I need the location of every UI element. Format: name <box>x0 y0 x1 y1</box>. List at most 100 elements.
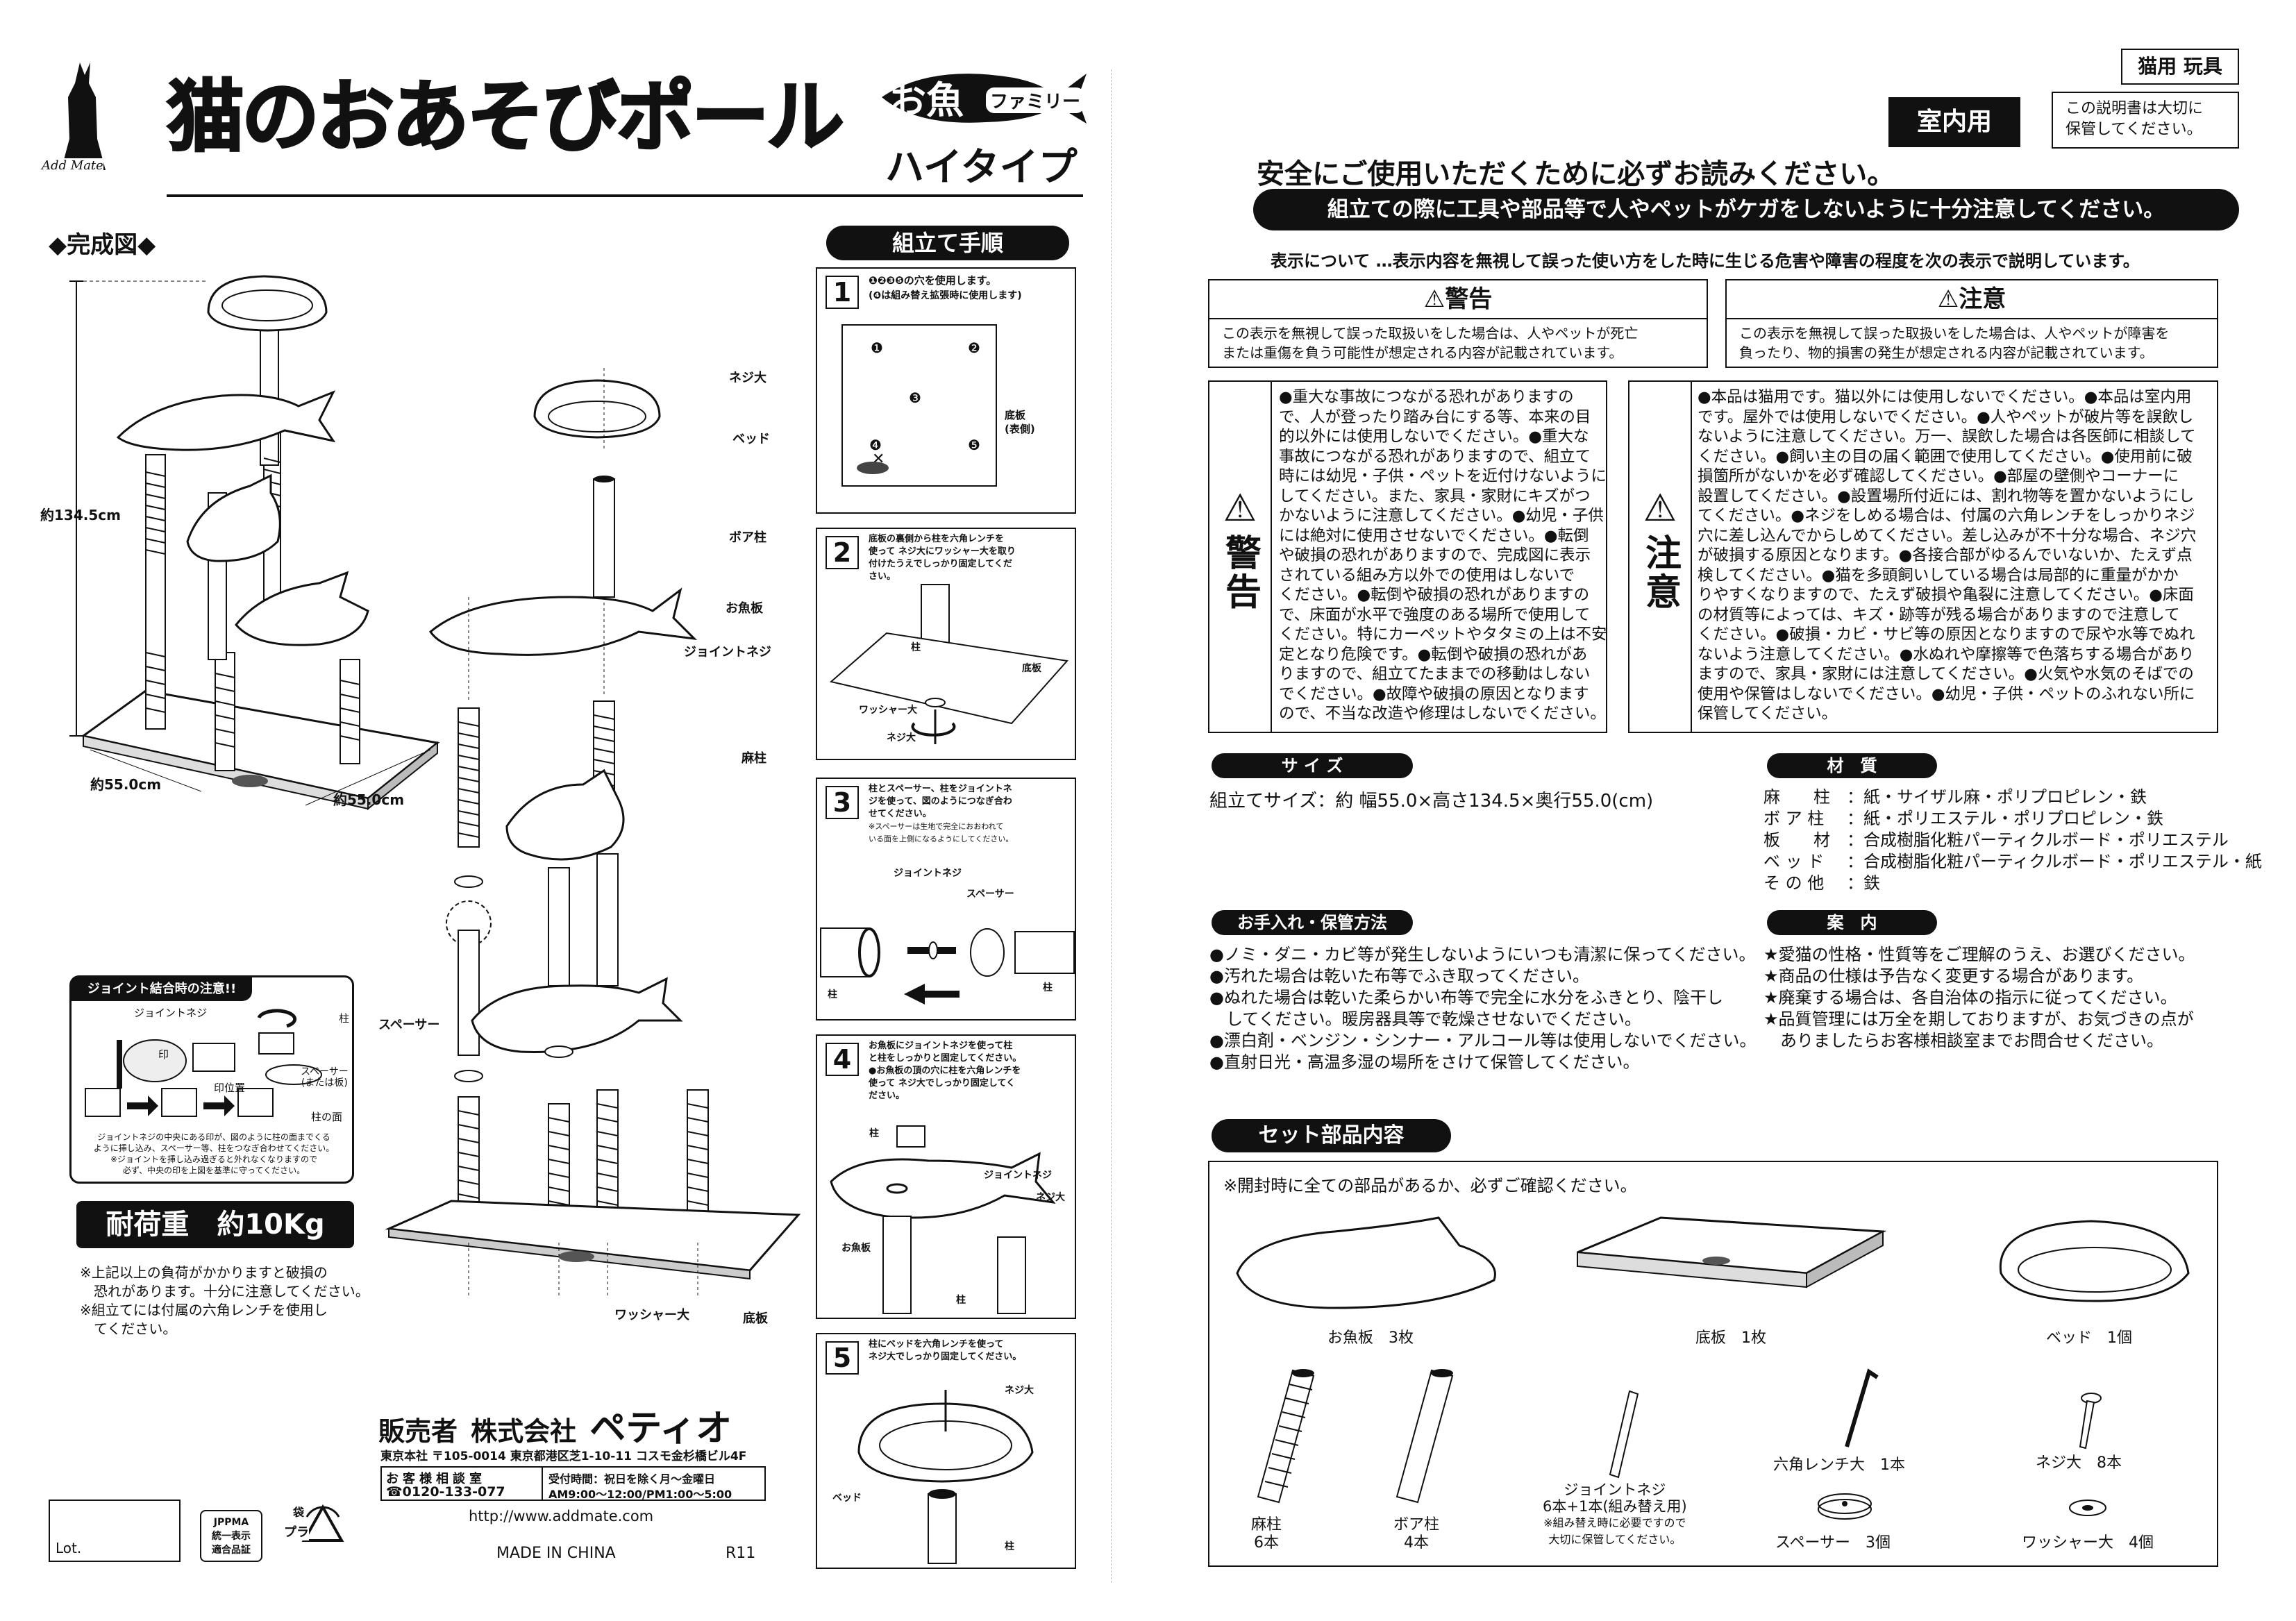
size-heading: サ イ ズ <box>1212 753 1413 778</box>
exploded-label-sisal: 麻柱 <box>741 751 766 766</box>
step-4-label-fish: お魚板 <box>841 1243 871 1254</box>
step-2-line4: さい。 <box>869 571 896 582</box>
exploded-label-screw: ネジ大 <box>729 371 766 385</box>
width-dimension-right: 約55.0cm <box>333 791 405 808</box>
seller-hours-2: AM9:00～12:00/PM1:00～5:00 <box>548 1488 732 1501</box>
warning-box: ⚠ 警告 ●重大な事故につながる恐れがありますの で、人が登ったり踏み台にする等… <box>1208 380 1607 733</box>
care-line: ●汚れた場合は乾いた布等でふき取ってください。 <box>1209 966 1590 986</box>
warning-line: で、人が登ったり踏み台にする等、本来の目 <box>1279 408 1591 426</box>
complete-diagram <box>69 275 440 811</box>
caution-box: ⚠ 注意 ●本品は猫用です。猫以外には使用しないでください。●本品は室内用 です… <box>1628 380 2218 733</box>
warning-line: されている組み方以外での使用はしないで <box>1279 566 1575 585</box>
warning-line: ください。●転倒や破損の恐れがありますの <box>1279 586 1590 604</box>
part-wrench-label: 六角レンチ大 1本 <box>1773 1456 1905 1474</box>
warning-triangle-icon: ⚠ <box>1423 285 1446 313</box>
step-4-label-joint: ジョイントネジ <box>984 1170 1052 1181</box>
care-line: ●漂白剤・ベンジン・シンナー・アルコール等は使用しないでください。 <box>1209 1031 1757 1050</box>
warning-line: ください。特にカーペットやタタミの上は不安 <box>1279 625 1607 644</box>
parts-box: ※開封時に全ての部品があるか、必ずご確認ください。 お魚板 3枚 底板 1枚 ベ… <box>1208 1161 2218 1567</box>
jppma-badge: JPPMA 統一表示 適合品証 <box>200 1510 262 1562</box>
safety-banner: 組立ての際に工具や部品等で人やペットがケガをしないように十分注意してください。 <box>1253 189 2239 230</box>
keep-note-line1: この説明書は大切に <box>2065 100 2204 117</box>
exploded-diagram <box>385 368 801 1298</box>
material-row: 板 材：合成樹脂化粧パーティクルボード・ポリエステル <box>1763 830 2262 851</box>
revision: R11 <box>726 1545 756 1562</box>
step-1-number: 1 <box>826 276 859 309</box>
material-value: ：紙・サイザル麻・ポリプロピレン・鉄 <box>1847 787 2147 807</box>
assembly-step-1: 1 ❶❷❸❺の穴を使用します。 (❹は組み替え拡張時に使用します) ❶ ❷ ❸ … <box>816 267 1076 514</box>
caution-list: ●本品は猫用です。猫以外には使用しないでください。●本品は室内用 です。屋外では… <box>1698 387 2215 724</box>
care-heading: お手入れ・保管方法 <box>1212 910 1413 935</box>
material-name: ボ ア 柱 <box>1763 809 1825 828</box>
step-5-label-pillar: 柱 <box>1005 1541 1014 1552</box>
caution-def-title: 注意 <box>1959 285 2006 313</box>
jppma-line3: 適合品証 <box>212 1545 251 1556</box>
step-4-text: お魚板にジョイントネジを使って柱 と柱をしっかりと固定してください。 ●お魚板の… <box>869 1040 1021 1102</box>
load-note-1: ※上記以上の負荷がかかりますと破損の <box>80 1264 328 1281</box>
caution-line: の材質等によっては、キズ・跡等が残る場合がありますので注意して <box>1698 605 2180 624</box>
material-row: そ の 他：鉄 <box>1763 873 2262 894</box>
title-underline <box>167 194 1083 197</box>
guide-heading: 案 内 <box>1767 910 1937 935</box>
part-joint-image <box>1609 1390 1639 1479</box>
caution-line: ●本品は猫用です。猫以外には使用しないでください。●本品は室内用 <box>1698 388 2192 406</box>
seller-address: 東京本社 〒105-0014 東京都港区芝1-10-11 コスモ金杉橋ビル4F <box>380 1450 747 1463</box>
material-value: ：合成樹脂化粧パーティクルボード・ポリエステル・紙 <box>1847 852 2262 871</box>
part-joint-count: 6本+1本(組み替え用) <box>1543 1498 1687 1515</box>
exploded-label-fish: お魚板 <box>726 601 763 616</box>
caution-def-line2: 負ったり、物的損害の発生が想定される内容が記載されています。 <box>1739 344 2154 361</box>
seller-phone: ☎0120-133-077 <box>386 1484 505 1500</box>
step-5-label-bed: ベッド <box>832 1493 862 1504</box>
seller-label: 販売者 <box>378 1416 458 1447</box>
complete-diagram-heading: ◆完成図◆ <box>49 231 156 259</box>
recycle-mark: プラ 袋 <box>274 1503 344 1572</box>
seller-url[interactable]: http://www.addmate.com <box>469 1508 654 1525</box>
care-line: ●直射日光・高温多湿の場所をさけて保管してください。 <box>1209 1052 1640 1072</box>
step-4-line4: 使って ネジ大でしっかり固定してく <box>869 1078 1016 1089</box>
material-value: ：鉄 <box>1847 873 1880 893</box>
jppma-line2: 統一表示 <box>212 1531 251 1542</box>
recycle-label: プラ <box>284 1522 309 1540</box>
warning-line: 事故につながる恐れがありますので、組立て <box>1279 447 1591 466</box>
warning-line: 的以外には使用しないでください。●重大な <box>1279 428 1589 446</box>
step-4-number: 4 <box>826 1043 859 1076</box>
part-screw-label: ネジ大 8本 <box>2036 1454 2122 1472</box>
parts-check-note: ※開封時に全ての部品があるか、必ずご確認ください。 <box>1223 1176 1637 1195</box>
warning-def-line1: この表示を無視して誤った取扱いをした場合は、人やペットが死亡 <box>1222 325 1639 342</box>
part-joint-note-1: ※組み替え時に必要ですので <box>1543 1516 1686 1529</box>
warning-definition: ⚠警告 この表示を無視して誤った取扱いをした場合は、人やペットが死亡 または重傷… <box>1208 279 1708 368</box>
load-note-2: 恐れがあります。十分に注意してください。 <box>80 1283 369 1300</box>
part-joint-label: ジョイントネジ 6本+1本(組み替え用) ※組み替え時に必要ですので 大切に保管… <box>1543 1481 1687 1548</box>
category-label: 猫用 玩具 <box>2121 49 2239 85</box>
step-3-line4: ※スペーサーは生地で完全におおわれて <box>869 822 1004 831</box>
joint-note-label-spacer: スペーサー (または板) <box>301 1066 349 1089</box>
fish-badge: お魚 ファミリー <box>875 64 1090 130</box>
load-notes: ※上記以上の負荷がかかりますと破損の 恐れがあります。十分に注意してください。 … <box>80 1263 369 1338</box>
caution-line: ください。●飼い主の目の届く範囲で使用してください。●使用前に破 <box>1698 447 2193 466</box>
part-screw-image <box>2079 1393 2102 1450</box>
warning-line: や破損の恐れがありますので、完成図に表示 <box>1279 546 1591 564</box>
load-note-4: てください。 <box>80 1320 177 1337</box>
warning-def-text: この表示を無視して誤った取扱いをした場合は、人やペットが死亡 または重傷を負う可… <box>1209 319 1707 367</box>
joint-note-line3: ※ジョイントを挿し込み過ぎると外れなくなりますので <box>110 1154 318 1164</box>
step-4-label-pillar-bottom: 柱 <box>956 1295 966 1306</box>
step-2-label-pillar: 柱 <box>911 642 921 653</box>
caution-line: です。屋外では使用しないでください。●人やペットが破片等を誤飲し <box>1698 408 2194 426</box>
product-title: 猫のおあそびポール <box>166 72 846 164</box>
seller-block: 販売者 株式会社 ペティオ <box>378 1399 767 1451</box>
exploded-label-base: 底板 <box>743 1311 768 1326</box>
recycle-sub: 袋 <box>292 1506 304 1519</box>
brand-logo: Add Mate <box>42 56 118 177</box>
step-4-line2: と柱をしっかりと固定してください。 <box>869 1053 1022 1064</box>
step-3-label-pillar-right: 柱 <box>1043 982 1053 993</box>
warning-list: ●重大な事故につながる恐れがありますの で、人が登ったり踏み台にする等、本来の目… <box>1279 387 1607 724</box>
care-list: ●ノミ・ダニ・カビ等が発生しないようにいつも清潔に保ってください。 ●汚れた場合… <box>1209 944 1757 1073</box>
caution-definition: ⚠注意 この表示を無視して誤った取扱いをした場合は、人やペットが障害を 負ったり… <box>1725 279 2218 368</box>
step-2-line2: 使って ネジ大にワッシャー大を取り <box>869 546 1016 557</box>
part-spacer-label: スペーサー 3個 <box>1775 1534 1891 1552</box>
warning-line: で、床面が水平で強度のある場所で使用して <box>1279 605 1591 624</box>
fish-badge-main: お魚 <box>889 78 964 122</box>
part-spacer-image <box>1818 1493 1872 1520</box>
part-base-board-label: 底板 1枚 <box>1695 1329 1766 1347</box>
material-value: ：合成樹脂化粧パーティクルボード・ポリエステル <box>1847 830 2229 850</box>
